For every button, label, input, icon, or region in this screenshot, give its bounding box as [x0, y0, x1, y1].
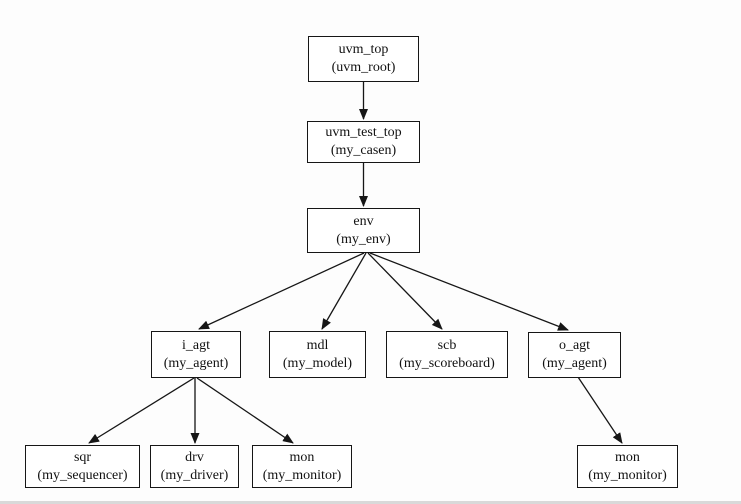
edge-env-mdl	[321, 252, 367, 330]
node-sublabel: (my_scoreboard)	[399, 355, 495, 371]
node-sublabel: (my_env)	[336, 231, 391, 247]
node-label: mon	[615, 449, 640, 465]
edge-env-o_agt	[369, 252, 569, 331]
edge-env-scb	[367, 252, 443, 330]
node-label: sqr	[73, 449, 92, 465]
node-sublabel: (my_agent)	[542, 356, 607, 371]
node-mdl: mdl (my_model)	[269, 331, 366, 378]
node-env: env (my_env)	[307, 208, 420, 253]
node-sublabel: (my_driver)	[160, 467, 229, 483]
node-sqr: sqr (my_sequencer)	[25, 445, 140, 488]
node-label: mdl	[306, 337, 329, 353]
edge-i_agt-mon_i	[196, 377, 294, 444]
node-label: mon	[289, 449, 315, 465]
node-label: o_agt	[558, 338, 591, 353]
node-sublabel: (my_monitor)	[262, 467, 342, 483]
node-sublabel: (my_sequencer)	[37, 467, 128, 483]
node-label: env	[353, 213, 374, 229]
node-label: drv	[185, 449, 204, 465]
node-mon-i: mon (my_monitor)	[252, 445, 352, 488]
edge-env-i_agt	[198, 252, 365, 330]
node-uvm-top: uvm_top (uvm_root)	[308, 36, 419, 82]
node-sublabel: (uvm_root)	[331, 60, 396, 75]
node-label: i_agt	[182, 337, 210, 353]
node-o-agt: o_agt (my_agent)	[528, 332, 621, 378]
node-scb: scb (my_scoreboard)	[386, 331, 508, 378]
node-label: uvm_test_top	[325, 125, 402, 140]
node-i-agt: i_agt (my_agent)	[151, 331, 241, 378]
node-mon-o: mon (my_monitor)	[577, 445, 678, 488]
edge-o_agt-mon_o	[577, 376, 623, 444]
node-label: uvm_top	[338, 42, 389, 57]
edge-i_agt-sqr	[88, 377, 195, 444]
node-sublabel: (my_agent)	[163, 355, 229, 371]
node-sublabel: (my_monitor)	[588, 467, 667, 483]
node-drv: drv (my_driver)	[150, 445, 239, 488]
page-edge-shadow	[0, 501, 741, 504]
node-sublabel: (my_casen)	[330, 143, 397, 158]
node-label: scb	[437, 337, 457, 353]
node-uvm-test-top: uvm_test_top (my_casen)	[307, 121, 420, 163]
node-sublabel: (my_model)	[282, 355, 353, 371]
